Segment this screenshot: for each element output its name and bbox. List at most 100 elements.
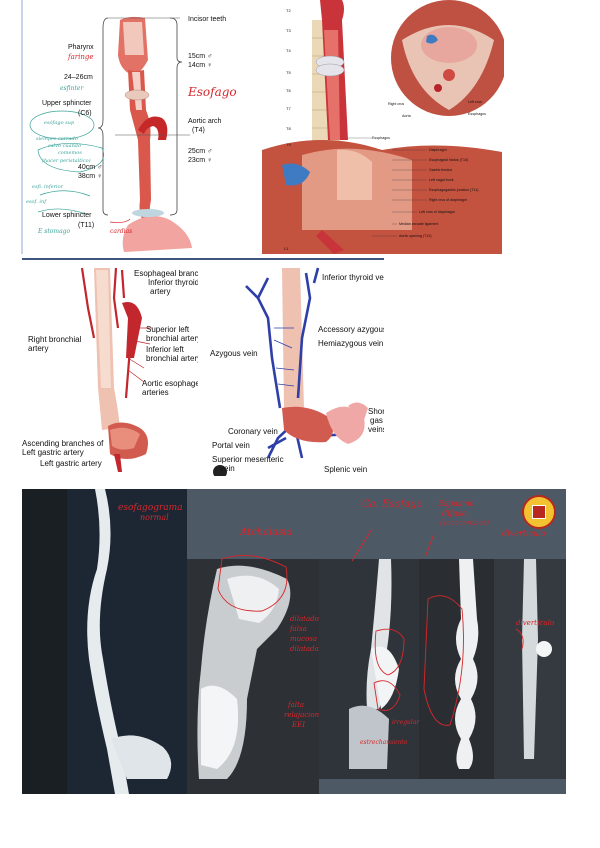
note-achalasia: Atchalasia (240, 527, 293, 538)
vertebra-label: T4 (286, 48, 291, 53)
label-junction: Esophagogastric junction (T11) (429, 188, 479, 192)
note-esofagograma: esofagograma (118, 503, 183, 513)
note-esof-inf: esof. inf (26, 199, 47, 205)
panel-top-rule (198, 258, 384, 260)
female-symbol: ♀ (207, 62, 213, 69)
label-length-total: 24–26cm (64, 74, 93, 81)
note-dilatado-4: dilatada (290, 645, 319, 653)
note-esf-inferior: esfi. inferior (32, 184, 64, 190)
xray-achalasia-image (187, 559, 319, 794)
note-dilatado-3: mucosa (290, 635, 318, 643)
label-right-crus-top: Right crus (388, 102, 405, 106)
label-esophagus-top: Esophagus (468, 112, 486, 116)
label-incisor-teeth: Incisor teeth (188, 16, 227, 23)
label-aortic-opening: Aortic opening (T12) (399, 234, 432, 238)
note-relajacion: relajacion (284, 711, 320, 719)
note-salvo: salvo cuando (48, 143, 82, 149)
note-espasmo-1: Espasmo (438, 499, 475, 508)
note-esofago-sup: esófago sup (44, 120, 75, 126)
label-accessory-azygous: Accessory azygous ve (318, 325, 384, 334)
thoracic-esophagus-illustration (262, 0, 504, 254)
label-inferior-left-bronchial-2: bronchial artery (146, 354, 198, 363)
arterial-supply-panel: Esophageal branch Inferior thyroid arter… (22, 258, 198, 476)
venous-illustration (213, 267, 368, 476)
xray-carcinoma-image (319, 559, 419, 779)
xray-diverticulum (494, 559, 566, 779)
label-aortic-esophageal: Aortic esophageal (142, 379, 198, 388)
label-m40: 40cm ♂ (78, 164, 103, 171)
note-siempre: siempre cerrado (36, 136, 78, 142)
note-irregular: irregular (392, 719, 420, 726)
note-falta: falta (288, 701, 304, 709)
panel-top-rule (22, 258, 198, 260)
label-gastric-fundus: Gastric fundus (429, 168, 453, 172)
label-inferior-thyroid-artery: artery (150, 287, 171, 296)
vertebra-label: L1 (284, 246, 289, 251)
xray-achalasia (187, 559, 319, 794)
label-portal: Portal vein (212, 441, 250, 450)
label-vagal-trunk: Left vagal trunk (429, 178, 454, 182)
note-esofago: Esofago (188, 85, 237, 99)
label-f14: 14cm ♀ (188, 62, 213, 69)
label-lower-t11: (T11) (78, 222, 95, 229)
label-left-gastric: Left gastric artery (40, 459, 102, 468)
venous-drainage-panel: Inferior thyroid vein Accessory azygous … (198, 258, 384, 476)
note-dilatado-2: falsa (290, 625, 307, 633)
xray-normal (67, 489, 187, 794)
label-esophagus: Esophagus (372, 136, 390, 140)
note-estrechamiento: estrechamiento (360, 739, 408, 746)
vertebra-label: T8 (286, 126, 291, 131)
label-median-arcuate: Median arcuate ligament (399, 222, 439, 226)
label-hiatus: Esophageal hiatus (T10) (429, 158, 469, 162)
label-f23: 23cm ♀ (188, 157, 213, 164)
arterial-illustration (80, 267, 152, 472)
vertebra-label: T9 (286, 142, 291, 147)
note-normal: normal (140, 513, 169, 522)
label-superior-left-bronchial: Superior left (146, 325, 190, 334)
label-splenic: Splenic vein (324, 465, 368, 474)
radiograph-panel: esofagograma normal Atchalasia Ca. Esofa… (22, 489, 566, 794)
label-azygous: Azygous vein (210, 349, 258, 358)
label-esophageal-branch: Esophageal branch (134, 269, 198, 278)
note-diverticulo: diverticulo (502, 529, 546, 538)
label-coronary: Coronary vein (228, 427, 278, 436)
university-crest-icon (522, 495, 556, 529)
label-aortic-arch: Aortic arch (188, 118, 222, 125)
note-espasmo-2: difuso (442, 509, 467, 518)
label-inferior-thyroid-vein: Inferior thyroid vein (322, 273, 384, 282)
vertebra-label: T2 (286, 8, 291, 13)
label-superior-left-bronchial-2: bronchial artery (146, 334, 198, 343)
label-right-bronchial: Right bronchial (28, 335, 82, 344)
note-faringe: faringe (68, 53, 94, 61)
note-cancer: Ca. Esofago (362, 499, 423, 510)
label-ascending-branches: Ascending branches of (22, 439, 104, 448)
xray-normal-image (87, 489, 172, 794)
note-eei: EEI (292, 721, 305, 729)
label-right-bronchial-2: artery (28, 344, 49, 353)
label-short-gastric: Short (368, 407, 384, 416)
vertebra-label: T3 (286, 28, 291, 33)
note-hacer: (hacer peristaltico) (42, 158, 91, 164)
label-hemiazygous: Hemiazygous vein (318, 339, 384, 348)
vertebra-label: T6 (286, 88, 291, 93)
label-aortic-esophageal-2: arteries (142, 388, 169, 397)
label-short-gastric-3: veins (368, 425, 384, 434)
diaphragm-anatomy-panel: T2 T3 T4 T5 T6 T7 T8 T9 L1 Right crus Ao… (262, 0, 504, 254)
label-upper-sphincter: Upper sphincter (42, 100, 92, 107)
label-m15: 15cm ♂ (188, 53, 213, 60)
note-esfinter: esfinter (60, 85, 84, 92)
label-inferior-thyroid: Inferior thyroid (148, 278, 198, 287)
male-symbol: ♂ (207, 53, 213, 60)
label-left-crus: Left crus (468, 100, 482, 104)
vertebra-label: T5 (286, 70, 291, 75)
note-diverticulo-2: divertículo (516, 619, 555, 627)
label-superior-mesenteric-2: vein (220, 464, 235, 473)
label-pharynx: Pharynx (68, 44, 94, 51)
label-lower-sphincter: Lower sphincter (42, 212, 92, 219)
label-superior-mesenteric: Superior mesenteric (212, 455, 284, 464)
note-comemos: comemos (58, 150, 82, 156)
label-diaphragm: Diaphragm (429, 148, 447, 152)
label-right-crus: Right crus of diaphragm (429, 198, 468, 202)
anatomy-length-panel: Incisor teeth Pharynx faringe 24–26cm es… (20, 0, 262, 254)
note-cardias: cardias (110, 228, 133, 235)
